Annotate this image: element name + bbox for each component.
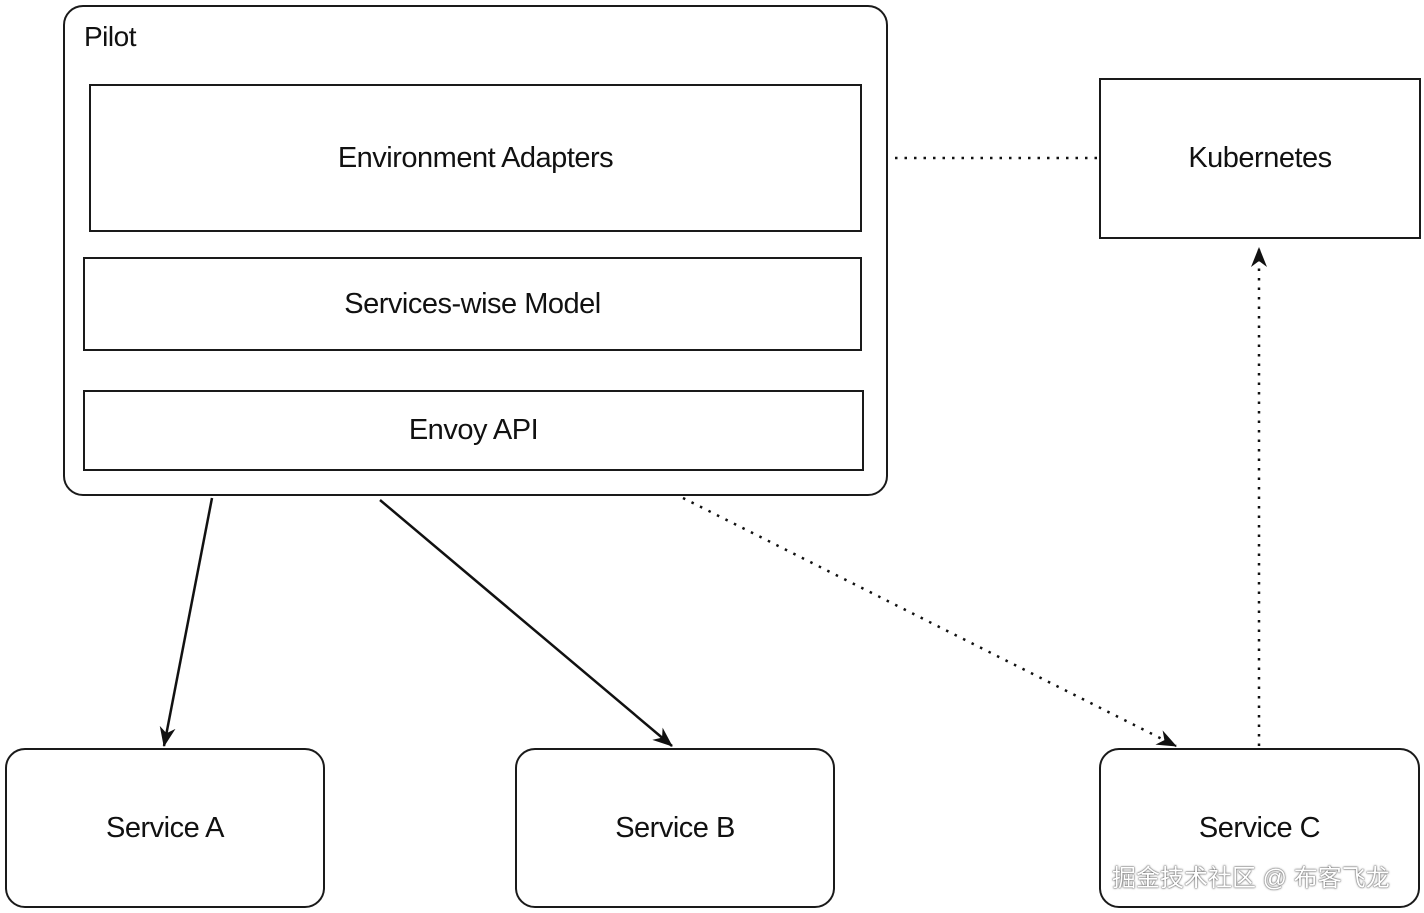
services-wise-model-label: Services-wise Model (344, 287, 601, 320)
kubernetes-label: Kubernetes (1188, 142, 1332, 174)
service-a-label: Service A (106, 811, 225, 844)
watermark-text: 掘金技术社区 @ 布客飞龙 (1112, 865, 1390, 892)
kubernetes-node: Kubernetes (1099, 78, 1421, 239)
environment-adapters-label: Environment Adapters (337, 141, 614, 174)
edge-pilot-to-service-a (159, 497, 214, 747)
service-c-label: Service C (1198, 811, 1321, 844)
service-a-node: Service A (5, 748, 325, 908)
service-c-node: Service C (1099, 748, 1420, 908)
pilot-title: Pilot (84, 21, 136, 52)
envoy-api-label: Envoy API (408, 414, 539, 446)
envoy-api-layer: Envoy API (83, 390, 864, 471)
edge-pilot-to-service-b (379, 499, 673, 747)
services-wise-model-layer: Services-wise Model (83, 257, 862, 351)
edge-pilot-to-service-c (682, 496, 1177, 748)
service-b-node: Service B (515, 748, 835, 908)
environment-adapters-layer: Environment Adapters (89, 84, 862, 232)
service-b-label: Service B (615, 811, 735, 844)
